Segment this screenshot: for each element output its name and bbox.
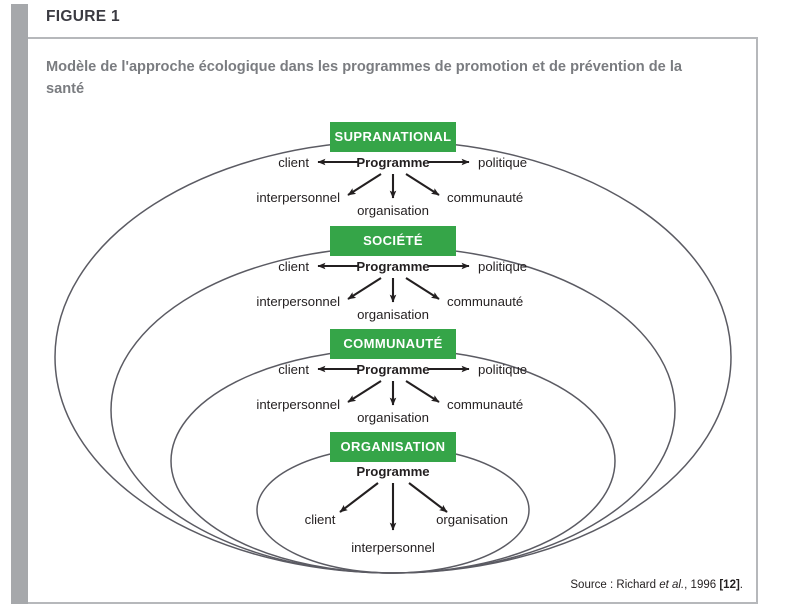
arrow-organisation-downright <box>408 482 448 513</box>
label-organisation-client: client <box>304 512 336 527</box>
label-supranational-organisation: organisation <box>357 203 429 218</box>
source-suffix: . <box>739 579 743 591</box>
left-accent-bar <box>11 4 28 604</box>
label-societe-interpersonnel: interpersonnel <box>256 294 340 309</box>
arrows <box>317 158 470 531</box>
label-supranational-interpersonnel: interpersonnel <box>256 190 340 205</box>
arrow-supranational-downleft <box>347 173 382 196</box>
arrow-communaute-downright <box>405 380 440 403</box>
source-reference: [12] <box>719 579 740 591</box>
arrow-organisation-downleft <box>339 482 379 513</box>
label-communaute-organisation: organisation <box>357 410 429 425</box>
label-societe-organisation: organisation <box>357 307 429 322</box>
arrow-supranational-downright <box>405 173 440 196</box>
label-supranational-communaute: communauté <box>447 190 524 205</box>
arrow-societe-downleft <box>347 277 382 300</box>
level-chip-communaute[interactable]: COMMUNAUTÉ <box>330 329 456 359</box>
label-communaute-client: client <box>278 362 309 377</box>
label-societe-client: client <box>278 259 309 274</box>
figure-label: FIGURE 1 <box>46 8 120 25</box>
label-organisation-interpersonnel: interpersonnel <box>351 540 435 555</box>
diagram-stage: SUPRANATIONAL Programme client politique… <box>28 100 758 600</box>
arrow-communaute-downleft <box>347 380 382 403</box>
level-chip-organisation[interactable]: ORGANISATION <box>330 432 456 462</box>
level-chip-societe[interactable]: SOCIÉTÉ <box>330 226 456 256</box>
source-middle: , 1996 <box>684 579 720 591</box>
label-supranational-programme: Programme <box>356 155 430 170</box>
label-societe-politique: politique <box>478 259 528 274</box>
label-organisation-organisation: organisation <box>436 512 508 527</box>
label-societe-programme: Programme <box>356 259 430 274</box>
label-communaute-communaute: communauté <box>447 397 524 412</box>
label-communaute-interpersonnel: interpersonnel <box>256 397 340 412</box>
figure-title: Modèle de l'approche écologique dans les… <box>46 59 682 97</box>
arrow-societe-downright <box>405 277 440 300</box>
label-communaute-programme: Programme <box>356 362 430 377</box>
label-supranational-politique: politique <box>478 155 528 170</box>
label-societe-communaute: communauté <box>447 294 524 309</box>
label-communaute-politique: politique <box>478 362 528 377</box>
diagram-svg <box>54 140 732 574</box>
level-chip-supranational[interactable]: SUPRANATIONAL <box>330 122 456 152</box>
source-italic: et al. <box>659 579 685 591</box>
label-organisation-programme: Programme <box>356 464 430 479</box>
label-supranational-client: client <box>278 155 309 170</box>
source-citation: Source : Richard et al., 1996 [12]. <box>570 579 743 591</box>
source-prefix: Source : Richard <box>570 579 660 591</box>
